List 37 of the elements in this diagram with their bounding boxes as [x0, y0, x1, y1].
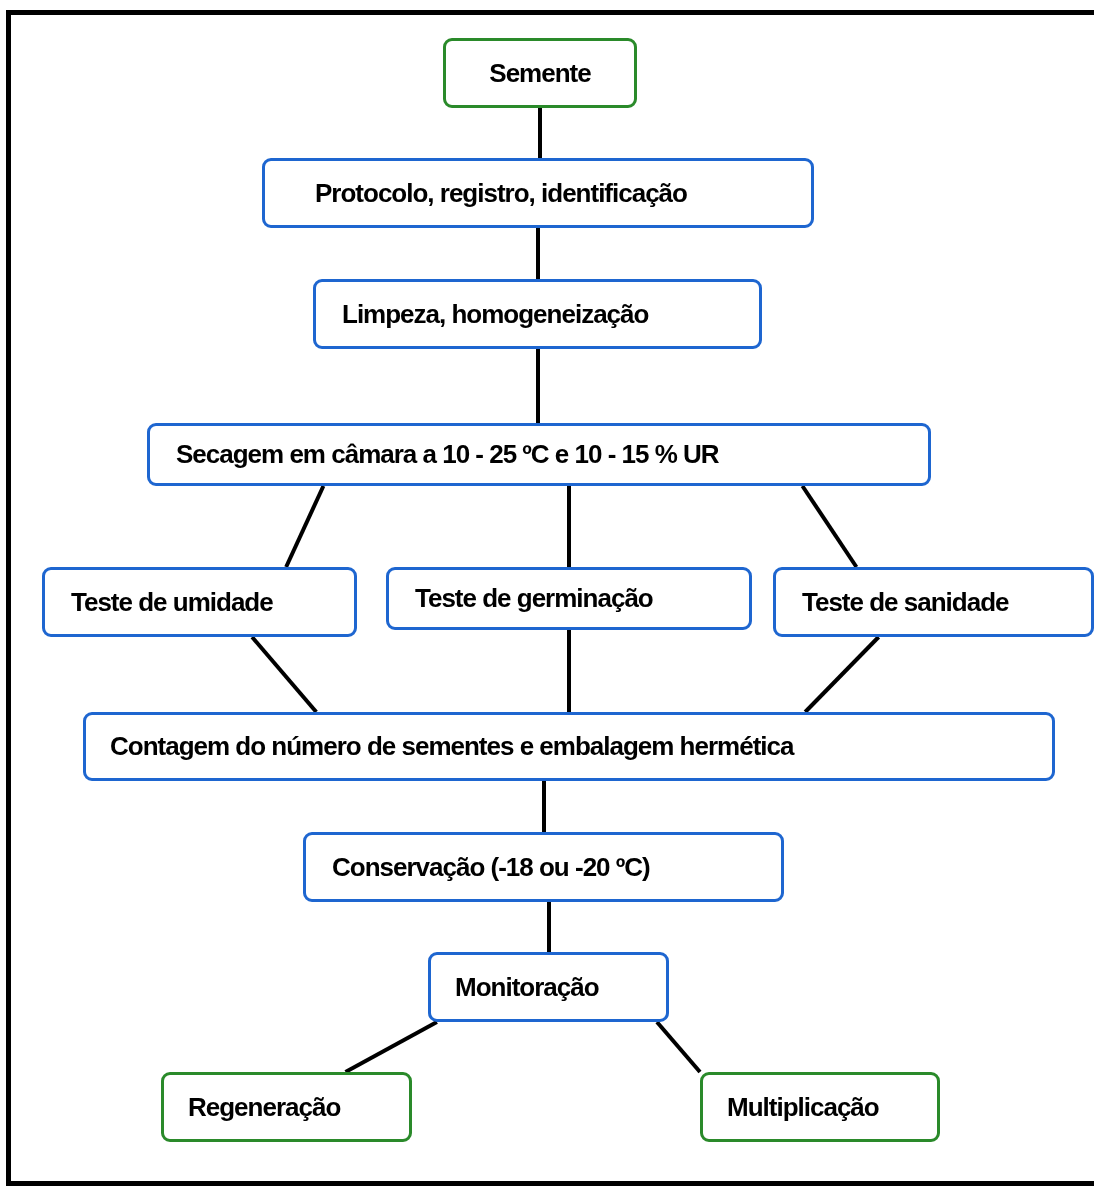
process-box [303, 832, 784, 902]
connector-line [536, 228, 540, 279]
step-text: Teste de sanidade [802, 586, 1009, 618]
step-text: Protocolo, registro, identificação [315, 177, 687, 209]
connector-line [344, 1020, 438, 1074]
connector-line [547, 902, 551, 952]
process-box [443, 38, 637, 108]
connector-line [542, 781, 546, 832]
step-text: Conservação (-18 ou -20 ºC) [332, 851, 650, 883]
connector-line [536, 349, 540, 423]
connector-line [800, 484, 859, 569]
process-box [700, 1072, 940, 1142]
step-text: Teste de germinação [415, 583, 653, 614]
process-box [83, 712, 1055, 781]
connector-line [538, 108, 542, 158]
process-box [147, 423, 931, 486]
step-text: Semente [489, 57, 591, 89]
step-text: Limpeza, homogeneização [342, 298, 649, 330]
step-text: Teste de umidade [71, 586, 273, 618]
connector-line [284, 485, 326, 568]
process-box [313, 279, 762, 349]
process-box [262, 158, 814, 228]
process-box [773, 567, 1094, 637]
step-text: Monitoração [455, 971, 599, 1003]
step-text: Contagem do número de sementes e embalagem hermética [110, 731, 794, 762]
connector-line [655, 1020, 702, 1074]
step-text: Secagem em câmara a 10 - 25 ºC e 10 - 15 % UR [176, 439, 719, 470]
process-box [428, 952, 669, 1022]
connector-line [567, 486, 571, 567]
step-text: Regeneração [188, 1091, 341, 1123]
process-box [42, 567, 357, 637]
process-box [161, 1072, 412, 1142]
process-box [386, 567, 752, 630]
connector-line [250, 635, 318, 714]
step-text: Multiplicação [727, 1091, 879, 1123]
connector-line [803, 635, 881, 714]
connector-line [567, 630, 571, 712]
